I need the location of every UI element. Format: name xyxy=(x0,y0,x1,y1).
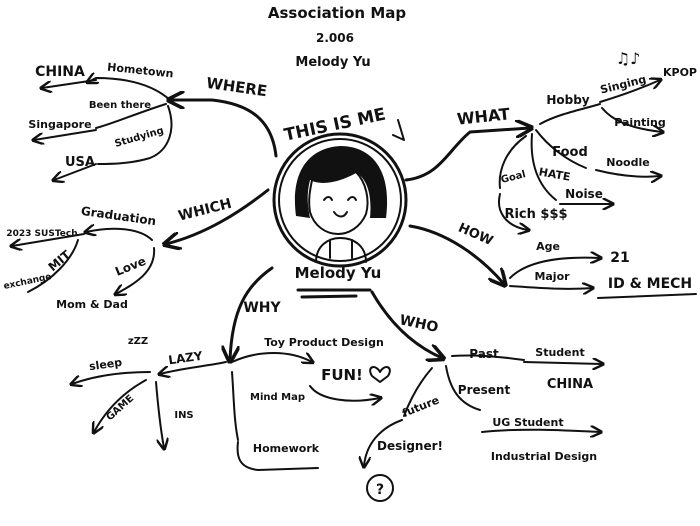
where-connector xyxy=(170,100,278,158)
how-label: HOW xyxy=(456,221,495,249)
studying-label: Studying xyxy=(114,125,166,149)
noodle-label: Noodle xyxy=(606,156,649,169)
game-connector xyxy=(94,379,147,432)
map-author: Melody Yu xyxy=(295,55,370,70)
mit-connector xyxy=(27,239,79,293)
present-connector xyxy=(445,365,481,411)
singing-label: Singing xyxy=(599,73,648,97)
major-arrow xyxy=(509,286,592,289)
question-mark: ? xyxy=(376,482,384,498)
zzz-label: zZZ xyxy=(128,336,148,347)
ins-label: INS xyxy=(174,410,193,421)
mind-map-label: Mind Map xyxy=(250,392,305,403)
toy-label: Toy Product Design xyxy=(264,336,384,349)
hometown-value: CHINA xyxy=(35,64,85,80)
question-circle xyxy=(366,474,394,502)
sleep-connector xyxy=(72,371,151,384)
why-label: WHY xyxy=(243,300,281,316)
age-arrow xyxy=(509,258,600,279)
exchange-label: exchange xyxy=(3,272,53,292)
been-there-connector xyxy=(95,103,167,129)
been-there-value: Singapore xyxy=(28,118,91,131)
self-portrait-icon xyxy=(272,132,408,268)
hate-label: HATE xyxy=(538,165,572,183)
graduation-label: Graduation xyxy=(80,204,157,228)
major-value: ID & MECH xyxy=(608,276,692,292)
graduation-arrow xyxy=(12,233,85,246)
noodle-arrow xyxy=(595,169,660,177)
present-arrow xyxy=(481,430,600,432)
food-connector xyxy=(535,129,587,169)
studying-connector xyxy=(97,105,173,165)
been-there-label: Been there xyxy=(89,100,151,111)
major-underline xyxy=(597,293,697,299)
why-connector xyxy=(230,266,274,360)
past-label: Past xyxy=(469,347,499,361)
who-label: WHO xyxy=(398,312,440,336)
food-label: Food xyxy=(552,145,588,160)
what-connector xyxy=(404,128,530,182)
hobby-label: Hobby xyxy=(546,93,589,107)
where-label: WHERE xyxy=(205,74,268,100)
who-connector xyxy=(370,290,442,358)
name-underline xyxy=(296,288,372,299)
future-value: Designer! xyxy=(377,439,443,453)
been-there-arrow xyxy=(34,129,97,140)
goal-label: Goal xyxy=(500,169,527,186)
future-arrow xyxy=(364,419,403,466)
homework-label: Homework xyxy=(253,442,320,455)
past-value: Student xyxy=(535,346,584,359)
past-arrow xyxy=(523,362,602,364)
future-connector xyxy=(403,367,433,417)
mom-dad-label: Mom & Dad xyxy=(56,298,128,311)
map-title: Association Map xyxy=(268,4,406,22)
mind-map-connector xyxy=(231,371,239,441)
past-place: CHINA xyxy=(547,377,593,392)
past-connector xyxy=(451,354,525,361)
fun-connector xyxy=(231,352,312,362)
future-label: future xyxy=(400,393,441,420)
studying-arrow xyxy=(54,163,97,180)
lazy-connector xyxy=(160,361,227,374)
painting-label: Painting xyxy=(614,116,666,129)
present-label: Present xyxy=(458,383,511,397)
major-label: Major xyxy=(534,270,570,283)
ins-connector xyxy=(155,381,164,448)
painting-connector xyxy=(601,107,662,132)
age-value: 21 xyxy=(610,250,629,266)
singing-connector xyxy=(599,80,660,103)
lazy-label: LAZY xyxy=(167,349,203,368)
rich-arrow xyxy=(498,193,528,230)
love-connector xyxy=(116,247,156,294)
what-label: WHAT xyxy=(456,104,511,128)
age-label: Age xyxy=(536,240,560,253)
present-field: Industrial Design xyxy=(491,450,597,463)
hate-connector xyxy=(530,133,557,201)
graduation-connector xyxy=(86,229,153,241)
goal-connector xyxy=(498,135,527,189)
fun-label: FUN! xyxy=(321,366,363,384)
hometown-arrow xyxy=(42,79,97,88)
present-value: UG Student xyxy=(492,416,563,429)
hometown-connector xyxy=(88,78,171,101)
fun-arrow xyxy=(309,385,380,401)
noise-label: Noise xyxy=(565,187,603,201)
sleep-label: sleep xyxy=(88,356,123,373)
hometown-label: Hometown xyxy=(107,61,174,81)
hobby-connector xyxy=(539,103,601,125)
which-connector xyxy=(166,188,270,244)
how-connector xyxy=(408,224,504,284)
kpop-label: KPOP xyxy=(663,66,697,79)
graduation-value: 2023 SUSTech xyxy=(6,229,77,239)
studying-value: USA xyxy=(65,155,95,170)
homework-underline xyxy=(236,441,319,471)
music-notes-icon: ♫♪ xyxy=(616,49,641,68)
center-name: Melody Yu xyxy=(295,264,382,282)
caption-arrow xyxy=(392,119,405,141)
map-date: 2.006 xyxy=(316,31,354,45)
rich-label: Rich $$$ xyxy=(504,207,567,222)
heart-icon xyxy=(369,366,391,383)
